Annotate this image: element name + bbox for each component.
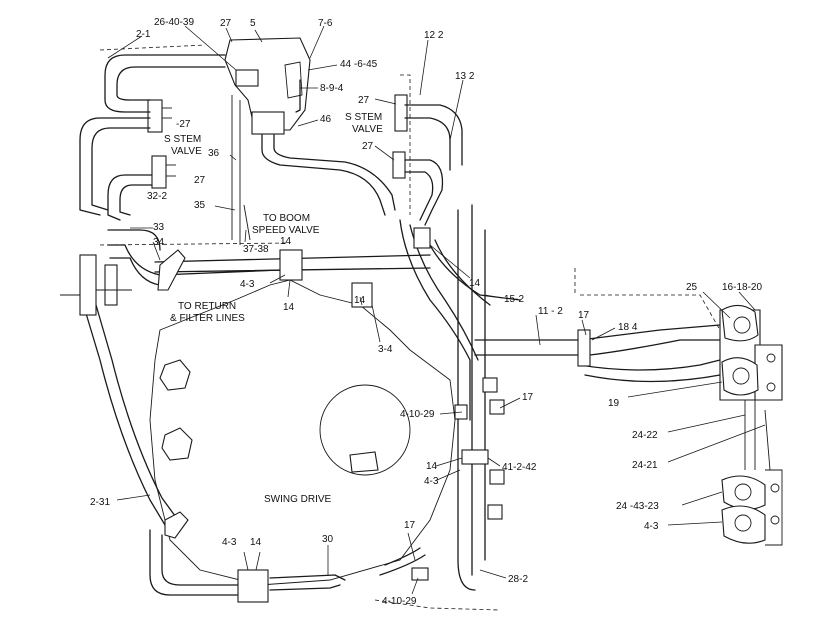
- callout-14-c: 14: [354, 295, 366, 306]
- callout-17-a: 17: [578, 310, 590, 321]
- main-control-valve: [224, 37, 311, 135]
- callout-14-e: 14: [426, 461, 438, 472]
- note-swing-drive: SWING DRIVE: [264, 494, 332, 505]
- callout-17-b: 17: [522, 392, 534, 403]
- note-stem-valve-left-2: VALVE: [171, 146, 202, 157]
- stem-valve-left: [147, 99, 176, 189]
- note-stem-valve-top-2: VALVE: [352, 124, 383, 135]
- callout-27-top: 27: [220, 18, 232, 29]
- dashed-reference-lines: [99, 44, 721, 611]
- callout-33: 33: [153, 222, 165, 233]
- callout-3-4: 3-4: [378, 344, 393, 355]
- callout-13-2: 13 2: [455, 71, 475, 82]
- callout-14-f: 14: [250, 537, 262, 548]
- right-manifold: [719, 304, 783, 546]
- callout-46: 46: [320, 114, 332, 125]
- callout-25: 25: [686, 282, 698, 293]
- callout-34: 34: [153, 237, 165, 248]
- callout-27-left2: 27: [194, 175, 206, 186]
- callout-12-2: 12 2: [424, 30, 444, 41]
- callout-30: 30: [322, 534, 334, 545]
- callout-27-right2: 27: [362, 141, 374, 152]
- diagram-notes: S STEM VALVE S STEM VALVE TO BOOM SPEED …: [164, 112, 383, 505]
- callout-4-3-d: 4-3: [222, 537, 237, 548]
- note-return-line-2: & FILTER LINES: [170, 313, 245, 324]
- callout-4-3-c: 4-3: [644, 521, 659, 532]
- callout-35: 35: [194, 200, 206, 211]
- callout-36: 36: [208, 148, 220, 159]
- callout-16-18-20: 16-18-20: [722, 282, 762, 293]
- callout-11-2: 11 - 2: [538, 306, 563, 317]
- callout-8-9-4: 8-9-4: [320, 83, 344, 94]
- callout-27-right1: 27: [358, 95, 370, 106]
- callout-14-a: 14: [280, 236, 292, 247]
- note-stem-valve-left: S STEM: [164, 134, 201, 145]
- callout-15-2: 15-2: [504, 294, 524, 305]
- hose-lines: [79, 54, 721, 596]
- note-boom-valve-1: TO BOOM: [263, 213, 310, 224]
- clamps-and-fittings: [104, 227, 591, 603]
- callout-14-d-top: 14: [469, 278, 481, 289]
- swing-drive-housing: [149, 279, 456, 586]
- note-stem-valve-top: S STEM: [345, 112, 382, 123]
- callout-41-2-42: 41-2-42: [502, 462, 537, 473]
- callout-4-3-b: 4-3: [424, 476, 439, 487]
- callout-17-c: 17: [404, 520, 416, 531]
- callout-2-1: 2-1: [136, 29, 151, 40]
- callout-44-6-45: 44 -6-45: [340, 59, 378, 70]
- callout-4-10-29-b: 4-10-29: [382, 596, 417, 607]
- frame-bracket-left: [60, 254, 132, 316]
- callout-32-2: 32-2: [147, 191, 167, 202]
- note-boom-valve-2: SPEED VALVE: [252, 225, 320, 236]
- callout-7-6: 7-6: [318, 18, 333, 29]
- callout-28-2: 28-2: [508, 574, 528, 585]
- leader-lines: [107, 25, 766, 595]
- callout-24-43-23: 24 -43-23: [616, 501, 659, 512]
- note-return-line-1: TO RETURN: [178, 301, 236, 312]
- callout-19: 19: [608, 398, 620, 409]
- callout-18-4: 18 4: [618, 322, 638, 333]
- callout-24-21: 24-21: [632, 460, 658, 471]
- stem-valve-right: [392, 94, 408, 179]
- callout-37-38: 37-38: [243, 244, 269, 255]
- callout-4-10-29-a: 4-10-29: [400, 409, 435, 420]
- callout-24-22: 24-22: [632, 430, 658, 441]
- callout-5: 5: [250, 18, 256, 29]
- callout-27-left1: -27: [176, 119, 191, 130]
- callout-14-b: 14: [283, 302, 295, 313]
- callout-26-40-39: 26-40-39: [154, 17, 194, 28]
- callout-labels: 2-1 26-40-39 27 5 7-6 12 2 13 2 44 -6-45…: [90, 17, 762, 607]
- callout-4-3-a: 4-3: [240, 279, 255, 290]
- callout-2-31: 2-31: [90, 497, 110, 508]
